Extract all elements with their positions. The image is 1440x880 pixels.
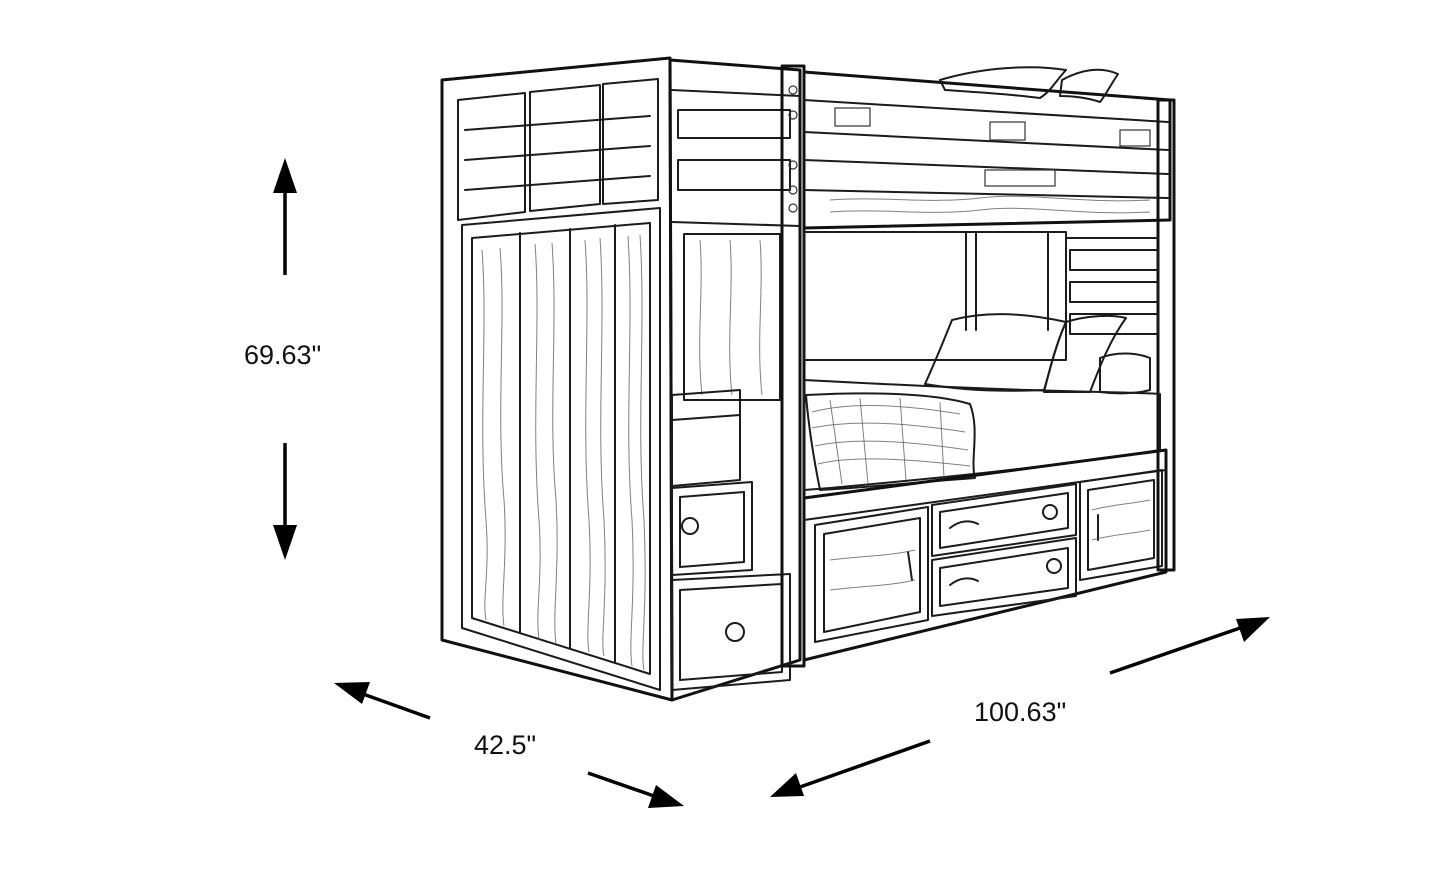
width-arrow-lower-head: [770, 773, 804, 797]
end-panel-outline: [440, 56, 674, 702]
drawer-left: [814, 506, 929, 643]
drawer-center-top: [931, 483, 1077, 557]
height-arrow: [273, 158, 297, 560]
width-arrow-upper-line: [1109, 626, 1241, 675]
stair-drawer-lower: [671, 573, 791, 691]
drawer-right: [1079, 469, 1163, 581]
stair-step-upper: [671, 389, 741, 487]
stair-drawer-middle: [671, 481, 753, 576]
lower-pillow-left: [924, 313, 1067, 392]
width-dimension-label: 100.63": [974, 697, 1067, 727]
depth-arrow-upper-head: [334, 682, 370, 704]
height-arrow-up-head: [273, 158, 297, 193]
bolster-pillow: [1099, 352, 1151, 395]
depth-arrow-lower-head: [648, 785, 684, 808]
width-arrow-upper-head: [1236, 617, 1270, 642]
top-pillow: [939, 66, 1067, 99]
top-bunk-rail: [802, 70, 1172, 230]
height-arrow-down-head: [273, 525, 297, 560]
drawer-base: [802, 448, 1168, 662]
depth-arrow-upper-line: [362, 692, 431, 720]
throw-blanket: [805, 392, 976, 491]
width-arrow-lower-line: [799, 739, 931, 789]
drawer-center-bottom: [931, 537, 1077, 617]
lower-pillow-right: [1043, 314, 1127, 393]
depth-arrow-lower-line: [587, 771, 655, 798]
width-arrow: [770, 617, 1270, 797]
bed-frame: [440, 56, 1176, 702]
height-dimension-label: 69.63": [244, 340, 322, 370]
depth-arrow: [334, 682, 684, 808]
depth-dimension-label: 42.5": [474, 730, 537, 760]
corner-post: [780, 64, 806, 668]
